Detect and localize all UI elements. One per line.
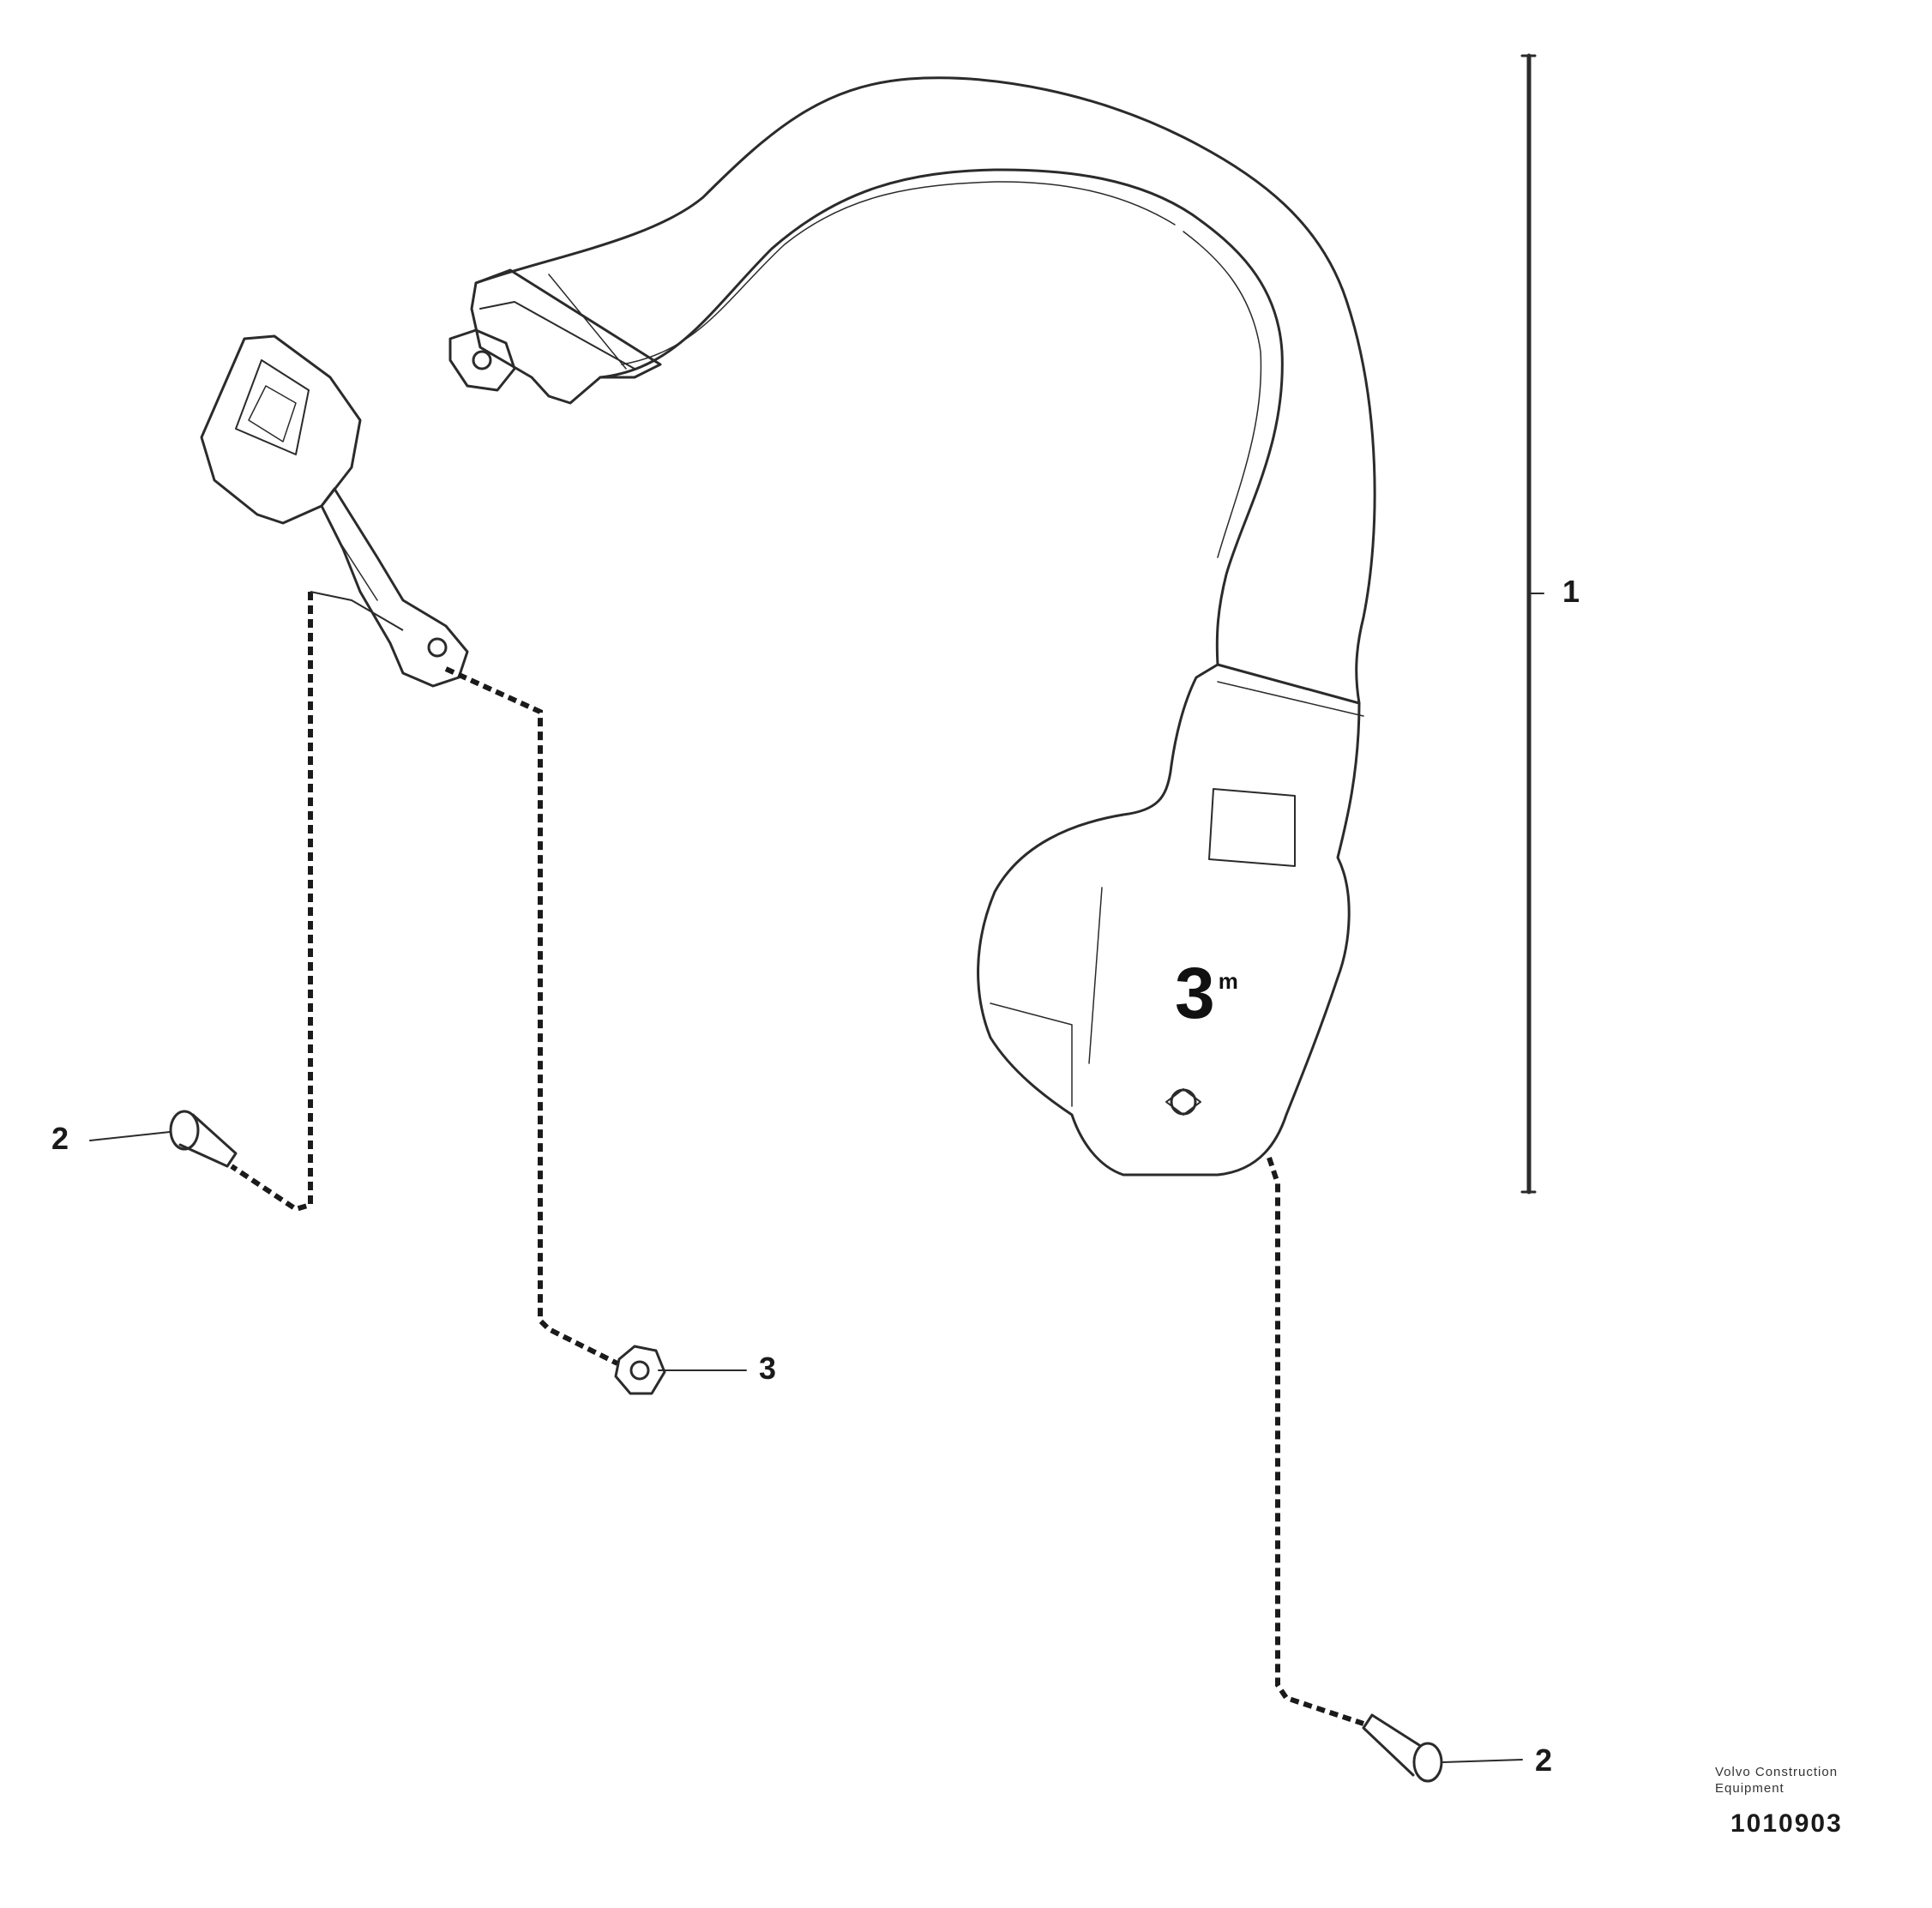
buckle bbox=[200, 334, 469, 688]
retractor-housing bbox=[977, 663, 1364, 1177]
figure-id: 1010903 bbox=[1730, 1809, 1843, 1838]
belt-webbing bbox=[474, 76, 1376, 705]
bolt-right bbox=[1362, 1713, 1523, 1783]
callout-nut: 3 bbox=[759, 1351, 777, 1386]
nut bbox=[614, 1345, 747, 1395]
callout-bolt-left: 2 bbox=[51, 1121, 69, 1156]
publisher-line-2: Equipment bbox=[1715, 1780, 1785, 1796]
housing-stamp-main: 3 bbox=[1175, 953, 1215, 1033]
publisher-note: Volvo Construction Equipment bbox=[1715, 1765, 1895, 1797]
publisher-line-1: Volvo Construction bbox=[1715, 1765, 1839, 1779]
housing-stamp-sup: m bbox=[1218, 968, 1238, 994]
belt-tongue bbox=[448, 268, 662, 405]
callout-bolt-right: 2 bbox=[1535, 1742, 1553, 1778]
assembly-bracket bbox=[1520, 53, 1544, 1195]
callout-assembly: 1 bbox=[1562, 574, 1580, 609]
dashed-leaders bbox=[230, 592, 1364, 1726]
bolt-left bbox=[89, 1110, 238, 1168]
